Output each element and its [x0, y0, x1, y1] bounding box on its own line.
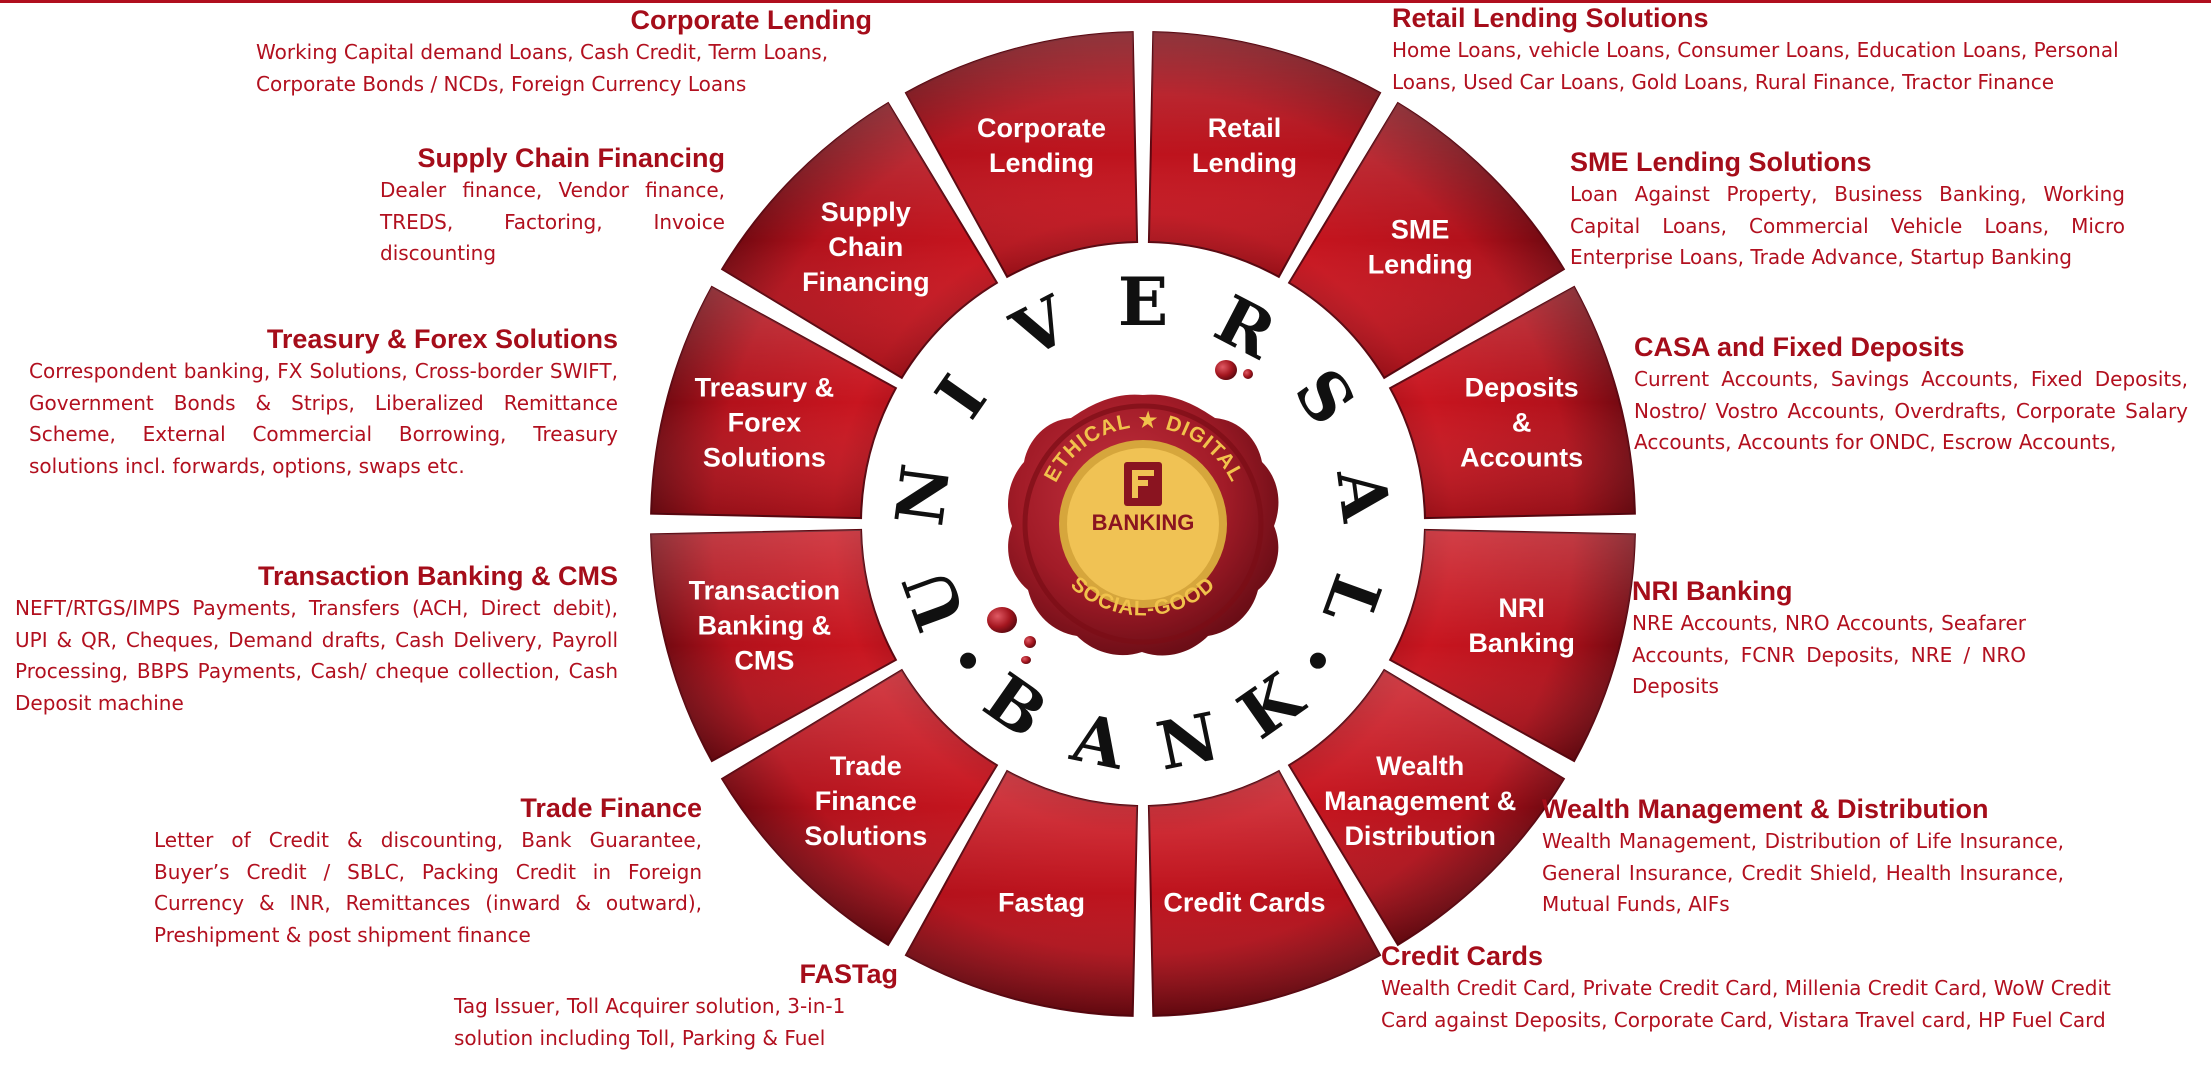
segment-sheen [1289, 670, 1564, 945]
desc-title: Supply Chain Financing [417, 143, 725, 173]
desc-transaction-banking: Transaction Banking & CMS NEFT/RTGS/IMPS… [15, 559, 618, 719]
wax-drop [1024, 636, 1036, 648]
desc-title: Retail Lending Solutions [1392, 3, 1709, 33]
segment-fastag: Fastag [904, 769, 1139, 1017]
desc-casa-fd: CASA and Fixed Deposits Current Accounts… [1634, 330, 2188, 459]
segment-sheen [1390, 529, 1635, 762]
desc-body: Wealth Management, Distribution of Life … [1542, 829, 2064, 916]
segment-sheen [651, 529, 896, 762]
desc-retail-lending: Retail Lending Solutions Home Loans, veh… [1392, 1, 2182, 98]
wax-drop [1215, 360, 1237, 380]
segment-sheen [1148, 771, 1381, 1016]
ring-letter: E [1118, 263, 1168, 341]
segment-sheen [651, 286, 896, 519]
wax-drops [987, 360, 1253, 664]
desc-body: Tag Issuer, Toll Acquirer solution, 3-in… [454, 994, 846, 1050]
desc-body: Correspondent banking, FX Solutions, Cro… [29, 359, 618, 478]
desc-title: FASTag [799, 959, 898, 989]
wax-drop [1243, 369, 1253, 379]
desc-treasury-forex: Treasury & Forex Solutions Correspondent… [29, 322, 618, 482]
segment-label: Fastag [998, 888, 1085, 918]
desc-body: Dealer finance, Vendor finance, TREDS, F… [380, 178, 725, 265]
segment-sheen [1148, 32, 1381, 277]
wax-drop [987, 607, 1017, 633]
ring-letter: N [880, 460, 965, 530]
desc-fastag: FASTag Tag Issuer, Toll Acquirer solutio… [454, 957, 898, 1054]
desc-supply-chain: Supply Chain Financing Dealer finance, V… [380, 141, 725, 270]
desc-body: Letter of Credit & discounting, Bank Gua… [154, 828, 702, 947]
desc-body: Working Capital demand Loans, Cash Credi… [256, 40, 829, 96]
desc-body: Home Loans, vehicle Loans, Consumer Loan… [1392, 38, 2119, 94]
desc-title: Trade Finance [520, 793, 702, 823]
desc-body: NEFT/RTGS/IMPS Payments, Transfers (ACH,… [15, 596, 618, 715]
desc-title: CASA and Fixed Deposits [1634, 332, 1965, 362]
segment-sheen [722, 103, 997, 378]
segment-sheen [722, 670, 997, 945]
segment-credit-cards: Credit Cards [1147, 769, 1382, 1017]
segment-label: Deposits&Accounts [1460, 373, 1583, 473]
desc-title: Transaction Banking & CMS [257, 561, 618, 591]
seal-logo-icon [1124, 462, 1162, 506]
ring-letter: A [1321, 464, 1405, 527]
desc-corporate-lending: Corporate Lending Working Capital demand… [256, 3, 872, 100]
desc-body: Current Accounts, Savings Accounts, Fixe… [1634, 367, 2188, 454]
ring-dot [1309, 652, 1326, 669]
ring-dot [960, 652, 977, 669]
desc-sme-lending: SME Lending Solutions Loan Against Prope… [1570, 145, 2125, 274]
desc-nri-banking: NRI Banking NRE Accounts, NRO Accounts, … [1632, 574, 2026, 703]
desc-title: NRI Banking [1632, 576, 1793, 606]
desc-credit-cards: Credit Cards Wealth Credit Card, Private… [1381, 939, 2141, 1036]
segment-sheen [905, 32, 1138, 277]
desc-body: Wealth Credit Card, Private Credit Card,… [1381, 976, 2111, 1032]
desc-body: Loan Against Property, Business Banking,… [1570, 182, 2125, 269]
desc-title: Credit Cards [1381, 941, 1544, 971]
seal-center-text: BANKING [1092, 510, 1195, 535]
desc-title: SME Lending Solutions [1570, 147, 1872, 177]
segment-sheen [1289, 103, 1564, 378]
segment-label: Credit Cards [1163, 888, 1325, 918]
segment-sheen [905, 771, 1138, 1016]
segment-deposits-accounts: Deposits&Accounts [1388, 285, 1636, 520]
desc-title: Treasury & Forex Solutions [266, 324, 618, 354]
seal-outer-rim [1022, 403, 1264, 645]
desc-title: Corporate Lending [630, 5, 873, 35]
wax-seal: ETHICAL ★ DIGITAL SOCIAL-GOOD BANKING [1008, 394, 1279, 656]
desc-title: Wealth Management & Distribution [1542, 794, 1989, 824]
wax-drop [1021, 656, 1031, 664]
desc-wealth: Wealth Management & Distribution Wealth … [1542, 792, 2064, 921]
seal-gold-core [1067, 448, 1219, 600]
segment-sheen [1390, 286, 1635, 519]
top-rule [0, 0, 2211, 3]
desc-body: NRE Accounts, NRO Accounts, Seafarer Acc… [1632, 611, 2026, 698]
desc-trade-finance: Trade Finance Letter of Credit & discoun… [154, 791, 702, 951]
